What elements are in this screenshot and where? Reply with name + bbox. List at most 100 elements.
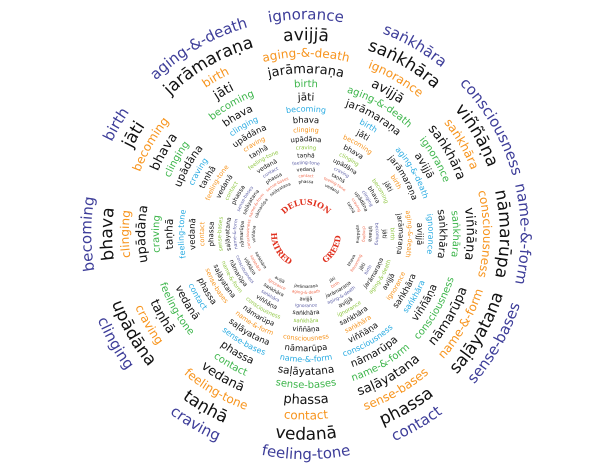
link-pali-label-text: avijjā <box>414 222 424 245</box>
link-pali-label-text: viññāṇa <box>461 207 478 262</box>
link-pali-label-text: saṅkhāra <box>435 208 449 259</box>
link-english-label-text: sense-bases <box>217 216 225 251</box>
link-pali-label: avijjā <box>414 222 424 245</box>
link-english-label: becoming <box>77 195 98 273</box>
link-english-label-text: clinging <box>118 209 134 258</box>
link-pali-label-text: taṇhā <box>163 218 176 250</box>
center-poison-greed-text: GREED <box>320 235 343 265</box>
link-pali-label: phassa <box>283 392 330 408</box>
link-english-label: consciousness <box>475 189 494 280</box>
link-english-label-text: clinging <box>293 126 319 135</box>
link-pali-label: jāti <box>358 262 368 272</box>
link-pali-label-text: upādāna <box>134 204 151 264</box>
link-pali-label-text: taṇhā <box>346 201 357 214</box>
link-pali-label-text: taṇhā <box>297 152 315 159</box>
link-pali-label-text: jarāmaraṇa <box>293 282 319 289</box>
link-english-label: name-&-form <box>511 181 535 286</box>
center-poison-greed: GREED <box>320 235 343 265</box>
link-english-label-text: feeling-tone <box>260 441 351 463</box>
link-pali-label-text: saḷāyatana <box>277 363 335 378</box>
link-english-label: saṅkhāra <box>293 318 319 325</box>
link-pali-label: bhava <box>367 226 373 242</box>
link-english-label-text: feeling-tone <box>292 160 321 167</box>
link-english-label: sense-bases <box>217 216 225 251</box>
center-poison-delusion: DELUSION <box>279 197 333 216</box>
link-english-label-text: aging-&-death <box>292 288 321 295</box>
link-pali-label-text: jarāmaraṇa <box>265 62 345 82</box>
link-english-label: becoming <box>285 105 326 116</box>
link-pali-label-text: upādāna <box>290 135 322 144</box>
link-pali-label-text: jāti <box>358 262 368 272</box>
link-pali-label: phassa <box>298 179 314 185</box>
link-english-label-text: clinging <box>361 226 367 243</box>
link-english-label-text: ignorance <box>425 213 436 255</box>
link-english-label-text: saṅkhāra <box>448 210 461 258</box>
link-english-label: craving <box>295 145 316 152</box>
link-pali-label: bhava <box>292 116 319 127</box>
link-pali-label: jarāmaraṇa <box>265 62 345 82</box>
link-pali-label-text: saḷāyatana <box>224 216 233 251</box>
link-pali-label: upādāna <box>290 135 322 144</box>
link-english-label-text: ignorance <box>267 5 346 26</box>
link-pali-label-text: phassa <box>298 179 314 185</box>
link-pali-label: nāmarūpa <box>284 343 328 355</box>
link-english-label: feeling-tone <box>292 160 321 167</box>
link-pali-label-text: saṅkhāra <box>292 309 320 317</box>
link-english-label: consciousness <box>245 219 252 249</box>
link-pali-label: jāti <box>327 276 336 284</box>
link-english-label: sense-bases <box>275 377 338 391</box>
link-english-label: contact <box>298 173 314 179</box>
link-english-label-text: becoming <box>285 105 326 116</box>
link-pali-label-text: bhava <box>346 253 357 267</box>
link-pali-label-text: nāmarūpa <box>284 343 328 355</box>
link-english-label-text: contact <box>298 173 314 179</box>
link-pali-label: viññāṇa <box>292 325 320 334</box>
link-english-label: contact <box>198 221 207 247</box>
link-english-label: aging-&-death <box>292 288 321 295</box>
link-pali-label: upādāna <box>355 224 361 244</box>
link-english-label: clinging <box>118 209 134 258</box>
link-pali-label-text: jāti <box>327 276 336 284</box>
link-pali-label-text: jāti <box>296 91 314 103</box>
link-english-label: birth <box>389 227 395 241</box>
link-english-label-text: birth <box>330 280 341 289</box>
link-pali-label: viññāṇa <box>251 225 257 243</box>
link-english-label: feeling-tone <box>260 441 351 463</box>
link-pali-label: jāti <box>296 91 314 103</box>
link-english-label-text: aging-&-death <box>261 46 351 65</box>
link-english-label: ignorance <box>295 302 318 309</box>
link-english-label: clinging <box>361 226 367 243</box>
link-pali-label: avijjā <box>274 274 286 284</box>
link-english-label: saṅkhāra <box>448 210 461 258</box>
link-english-label-text: contact <box>198 221 207 247</box>
link-english-label-text: birth <box>363 264 373 276</box>
link-english-label: ignorance <box>267 5 346 26</box>
link-pali-label: phassa <box>207 221 216 247</box>
link-pali-label: nāmarūpa <box>239 221 246 248</box>
link-pali-label: avijjā <box>282 25 330 46</box>
link-english-label: consciousness <box>282 332 330 343</box>
link-pali-label: viññāṇa <box>461 207 478 262</box>
link-english-label: contact <box>283 407 329 422</box>
link-english-label-text: name-&-form <box>279 352 333 364</box>
link-pali-label-text: bhava <box>292 116 319 127</box>
link-english-label-text: becoming <box>77 195 98 273</box>
link-pali-label-text: vedanā <box>296 167 315 174</box>
link-pali-label-text: upādāna <box>355 224 361 244</box>
link-pali-label: saḷāyatana <box>277 363 335 378</box>
link-english-label-text: saṅkhāra <box>293 318 319 325</box>
link-pali-label-text: jarāmaraṇa <box>394 212 404 256</box>
link-english-label: clinging <box>293 126 319 135</box>
link-english-label: name-&-form <box>279 352 333 364</box>
center-poison-hatred: HATRED <box>269 232 294 266</box>
link-english-label-text: name-&-form <box>511 181 535 286</box>
link-pali-label: jāti <box>381 228 388 239</box>
link-english-label-text: sense-bases <box>275 377 338 391</box>
center-poisons: DELUSION GREED HATRED <box>269 197 343 267</box>
link-pali-label-text: avijjā <box>274 274 286 284</box>
link-english-label-text: consciousness <box>282 332 330 343</box>
link-pali-label-text: viññāṇa <box>292 325 320 334</box>
link-english-label-text: birth <box>294 79 318 90</box>
link-pali-label: saṅkhāra <box>292 309 320 317</box>
